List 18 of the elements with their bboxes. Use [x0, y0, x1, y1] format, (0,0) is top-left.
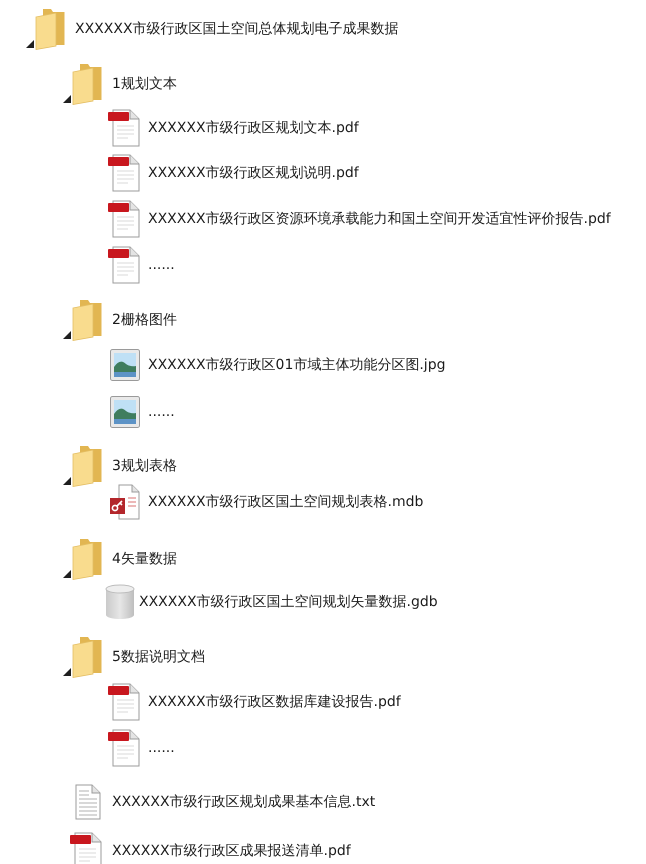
ellipsis-text: ......	[148, 739, 175, 758]
ellipsis-text: ......	[148, 256, 175, 275]
file-name: XXXXXX市级行政区规划文本.pdf	[148, 119, 359, 138]
file-name: XXXXXX市级行政区数据库建设报告.pdf	[148, 693, 401, 712]
folder-name: 5数据说明文档	[112, 648, 205, 667]
folder-name: 4矢量数据	[112, 550, 177, 569]
folder-name: 3规划表格	[112, 457, 177, 476]
file-name: XXXXXX市级行政区国土空间规划表格.mdb	[148, 493, 424, 512]
file-name: XXXXXX市级行政区资源环境承载能力和国土空间开发适宜性评价报告.pdf	[148, 210, 611, 229]
file-name: XXXXXX市级行政区成果报送清单.pdf	[112, 842, 351, 861]
ellipsis-text: ......	[148, 403, 175, 422]
file-name: XXXXXX市级行政区规划说明.pdf	[148, 164, 359, 183]
folder-name: 2栅格图件	[112, 311, 177, 330]
folder-name: XXXXXX市级行政区国土空间总体规划电子成果数据	[75, 20, 399, 39]
file-name: XXXXXX市级行政区01市域主体功能分区图.jpg	[148, 356, 446, 375]
folder-name: 1规划文本	[112, 75, 177, 94]
file-name: XXXXXX市级行政区规划成果基本信息.txt	[112, 793, 376, 812]
file-name: XXXXXX市级行政区国土空间规划矢量数据.gdb	[139, 593, 438, 612]
